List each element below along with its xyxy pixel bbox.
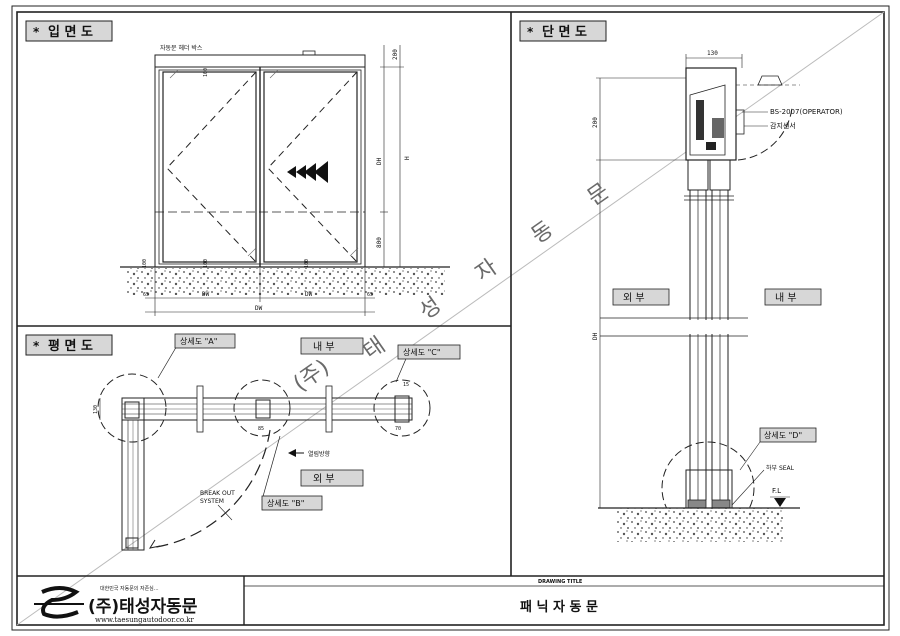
plan-dim-130: 130 bbox=[93, 405, 99, 414]
plan-dim-15: 15 bbox=[403, 382, 409, 388]
section-dim-130: 130 bbox=[707, 50, 718, 57]
watermark-char: 동 bbox=[527, 217, 558, 249]
elevation-title-text: 입 면 도 bbox=[48, 24, 93, 40]
seal-label: 하부 SEAL bbox=[766, 464, 795, 472]
elevation-dim-100-bottom-2: 100 bbox=[304, 259, 310, 268]
section-title: * 단 면 도 bbox=[519, 20, 607, 42]
elevation-dw-right: DW bbox=[305, 291, 313, 298]
breakout-label-1: BREAK OUT bbox=[200, 490, 235, 497]
plan-detail-a: 상세도 "A" bbox=[174, 333, 236, 349]
elevation-dim-65-right: 65 bbox=[367, 292, 373, 298]
floor-level-label: F.L bbox=[772, 487, 781, 495]
drawing-title: 패 닉 자 동 문 bbox=[520, 600, 598, 615]
company-url: www.taesungautodoor.co.kr bbox=[95, 616, 194, 624]
drawing-title-label: DRAWING TITLE bbox=[538, 579, 583, 585]
section-title-text: 단 면 도 bbox=[542, 24, 587, 40]
section-inside-label: 내 부 bbox=[764, 288, 822, 306]
elevation-dim-left: 100 bbox=[142, 259, 148, 268]
svg-text:상세도 "C": 상세도 "C" bbox=[403, 347, 441, 357]
elevation-drawing: 자동문 헤더 박스 200 DH 800 H 100 100 bbox=[120, 44, 450, 316]
breakout-label-2: SYSTEM bbox=[200, 498, 224, 505]
elevation-dim-65-left: 65 bbox=[143, 292, 149, 298]
svg-text:상세도 "A": 상세도 "A" bbox=[180, 336, 217, 346]
svg-text:내 부: 내 부 bbox=[775, 292, 797, 304]
section-outside-label: 외 부 bbox=[612, 288, 670, 306]
svg-text:상세도 "D": 상세도 "D" bbox=[764, 430, 802, 440]
section-dim-dh: DH bbox=[592, 332, 599, 340]
plan-inside-label: 내 부 bbox=[300, 337, 364, 355]
watermark-char: 태 bbox=[359, 333, 390, 365]
operator-label: BS-2007(OPERATOR) bbox=[770, 108, 843, 116]
svg-text:상세도 "B": 상세도 "B" bbox=[267, 498, 304, 508]
elevation-dim-dh: DH bbox=[376, 157, 383, 165]
svg-text:내 부: 내 부 bbox=[313, 341, 335, 353]
elevation-dw-total: DW bbox=[255, 305, 263, 312]
section-drawing: 130 200 DH BS-2007(OPERATOR) 감지센서 외 부 내 … bbox=[592, 50, 843, 542]
svg-text:외 부: 외 부 bbox=[623, 292, 645, 304]
company-name: (주)태성자동문 bbox=[88, 597, 198, 617]
company-logo-icon bbox=[34, 586, 84, 619]
elevation-dim-100-top: 100 bbox=[203, 68, 209, 77]
elevation-dim-800: 800 bbox=[376, 237, 383, 248]
plan-detail-b: 상세도 "B" bbox=[261, 495, 323, 511]
elevation-title: * 입 면 도 bbox=[25, 20, 113, 42]
section-dim-200: 200 bbox=[592, 117, 599, 128]
plan-title-text: 평 면 도 bbox=[48, 338, 93, 354]
plan-title: * 평 면 도 bbox=[25, 334, 113, 356]
logo-tagline: 대한민국 자동문의 자존심... bbox=[100, 585, 159, 592]
star-marker: * bbox=[527, 25, 534, 39]
plan-dim-85: 85 bbox=[258, 426, 264, 432]
plan-detail-c: 상세도 "C" bbox=[397, 344, 461, 360]
star-marker: * bbox=[33, 339, 40, 353]
section-detail-d: 상세도 "D" bbox=[759, 427, 817, 443]
header-box-label: 자동문 헤더 박스 bbox=[160, 44, 203, 52]
star-marker: * bbox=[33, 25, 40, 39]
elevation-dim-h: H bbox=[404, 156, 411, 160]
inner-border bbox=[16, 11, 885, 626]
sensor-label: 감지센서 bbox=[770, 121, 796, 130]
plan-outside-label: 외 부 bbox=[300, 469, 364, 487]
title-block: 대한민국 자동문의 자존심... (주)태성자동문 www.taesungaut… bbox=[34, 576, 884, 625]
svg-text:외 부: 외 부 bbox=[313, 473, 335, 485]
elevation-dw-left: DW bbox=[202, 291, 210, 298]
diagonal-line bbox=[16, 11, 885, 626]
elevation-dim-100-bottom: 100 bbox=[203, 259, 209, 268]
plan-drawing: 상세도 "A" 상세도 "C" 상세도 "B" 내 부 외 부 열림방향 BRE… bbox=[93, 333, 461, 551]
watermark-char: 성 bbox=[415, 293, 446, 325]
watermark-char: 자 bbox=[471, 255, 502, 287]
elevation-dim-top: 200 bbox=[392, 49, 399, 60]
outer-border bbox=[11, 5, 890, 631]
open-direction-label: 열림방향 bbox=[308, 450, 331, 458]
plan-dim-70: 70 bbox=[395, 426, 401, 432]
